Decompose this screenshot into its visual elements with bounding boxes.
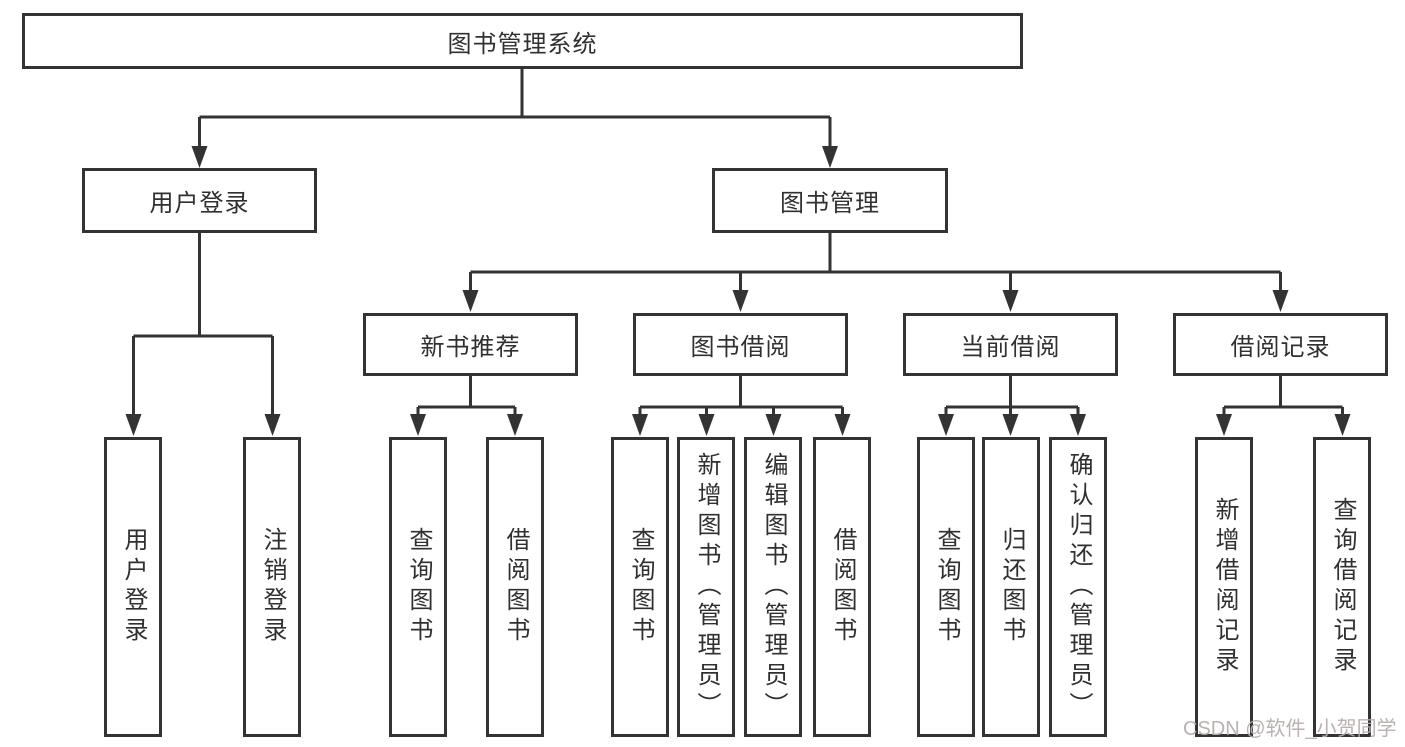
leaf-logout: 注销登录	[243, 437, 301, 737]
leaf-add-book-admin: 新增图书（管理员）	[677, 437, 735, 737]
node-book-management-label: 图书管理	[780, 190, 880, 217]
leaf-borrow-books-label: 借阅图书	[829, 527, 856, 647]
watermark-text: CSDN @软件_小贺同学	[1183, 718, 1397, 740]
leaf-user-login-label: 用户登录	[120, 527, 147, 647]
leaf-add-borrow-record-label: 新增借阅记录	[1211, 497, 1238, 677]
connector-user-login-children	[125, 233, 281, 436]
leaf-confirm-return-admin: 确认归还（管理员）	[1049, 437, 1107, 737]
node-root-label: 图书管理系统	[447, 30, 598, 58]
leaf-user-login: 用户登录	[104, 437, 162, 737]
leaf-logout-label: 注销登录	[259, 527, 286, 647]
leaf-query-borrow-record-label: 查询借阅记录	[1329, 497, 1356, 677]
leaf-recommend-query-books-label: 查询图书	[405, 527, 432, 647]
node-root: 图书管理系统	[22, 13, 1023, 69]
connector-book-borrow-children	[632, 376, 851, 436]
node-current-borrow: 当前借阅	[903, 313, 1118, 376]
node-new-book-recommend: 新书推荐	[363, 313, 578, 376]
leaf-current-query-books: 查询图书	[917, 437, 975, 737]
leaf-confirm-return-admin-label: 确认归还（管理员）	[1065, 452, 1092, 722]
node-new-book-recommend-label: 新书推荐	[420, 334, 521, 361]
watermark: CSDN @软件_小贺同学	[1183, 712, 1397, 741]
connector-book-management-to-level3	[462, 233, 1289, 312]
leaf-recommend-borrow-books: 借阅图书	[486, 437, 544, 737]
connector-current-borrow-children	[938, 376, 1086, 436]
node-book-management: 图书管理	[712, 168, 948, 233]
connector-root-to-level2	[191, 69, 838, 168]
connector-borrow-records-children	[1216, 376, 1351, 436]
leaf-current-query-books-label: 查询图书	[933, 527, 960, 647]
leaf-add-borrow-record: 新增借阅记录	[1195, 437, 1253, 737]
node-borrow-records-label: 借阅记录	[1230, 334, 1331, 361]
leaf-add-book-admin-label: 新增图书（管理员）	[693, 452, 720, 722]
connector-new-book-recommend-children	[410, 376, 523, 436]
leaf-recommend-query-books: 查询图书	[389, 437, 447, 737]
node-current-borrow-label: 当前借阅	[960, 334, 1061, 361]
node-user-login: 用户登录	[82, 168, 317, 233]
node-borrow-records: 借阅记录	[1173, 313, 1388, 376]
leaf-return-book-label: 归还图书	[998, 527, 1025, 647]
leaf-borrow-query-books: 查询图书	[611, 437, 669, 737]
leaf-edit-book-admin: 编辑图书（管理员）	[744, 437, 802, 737]
leaf-edit-book-admin-label: 编辑图书（管理员）	[760, 452, 787, 722]
leaf-borrow-query-books-label: 查询图书	[627, 527, 654, 647]
node-book-borrow: 图书借阅	[633, 313, 848, 376]
node-book-borrow-label: 图书借阅	[690, 334, 791, 361]
node-user-login-label: 用户登录	[149, 190, 250, 217]
leaf-return-book: 归还图书	[982, 437, 1040, 737]
leaf-borrow-books: 借阅图书	[813, 437, 871, 737]
leaf-recommend-borrow-books-label: 借阅图书	[502, 527, 529, 647]
leaf-query-borrow-record: 查询借阅记录	[1313, 437, 1371, 737]
